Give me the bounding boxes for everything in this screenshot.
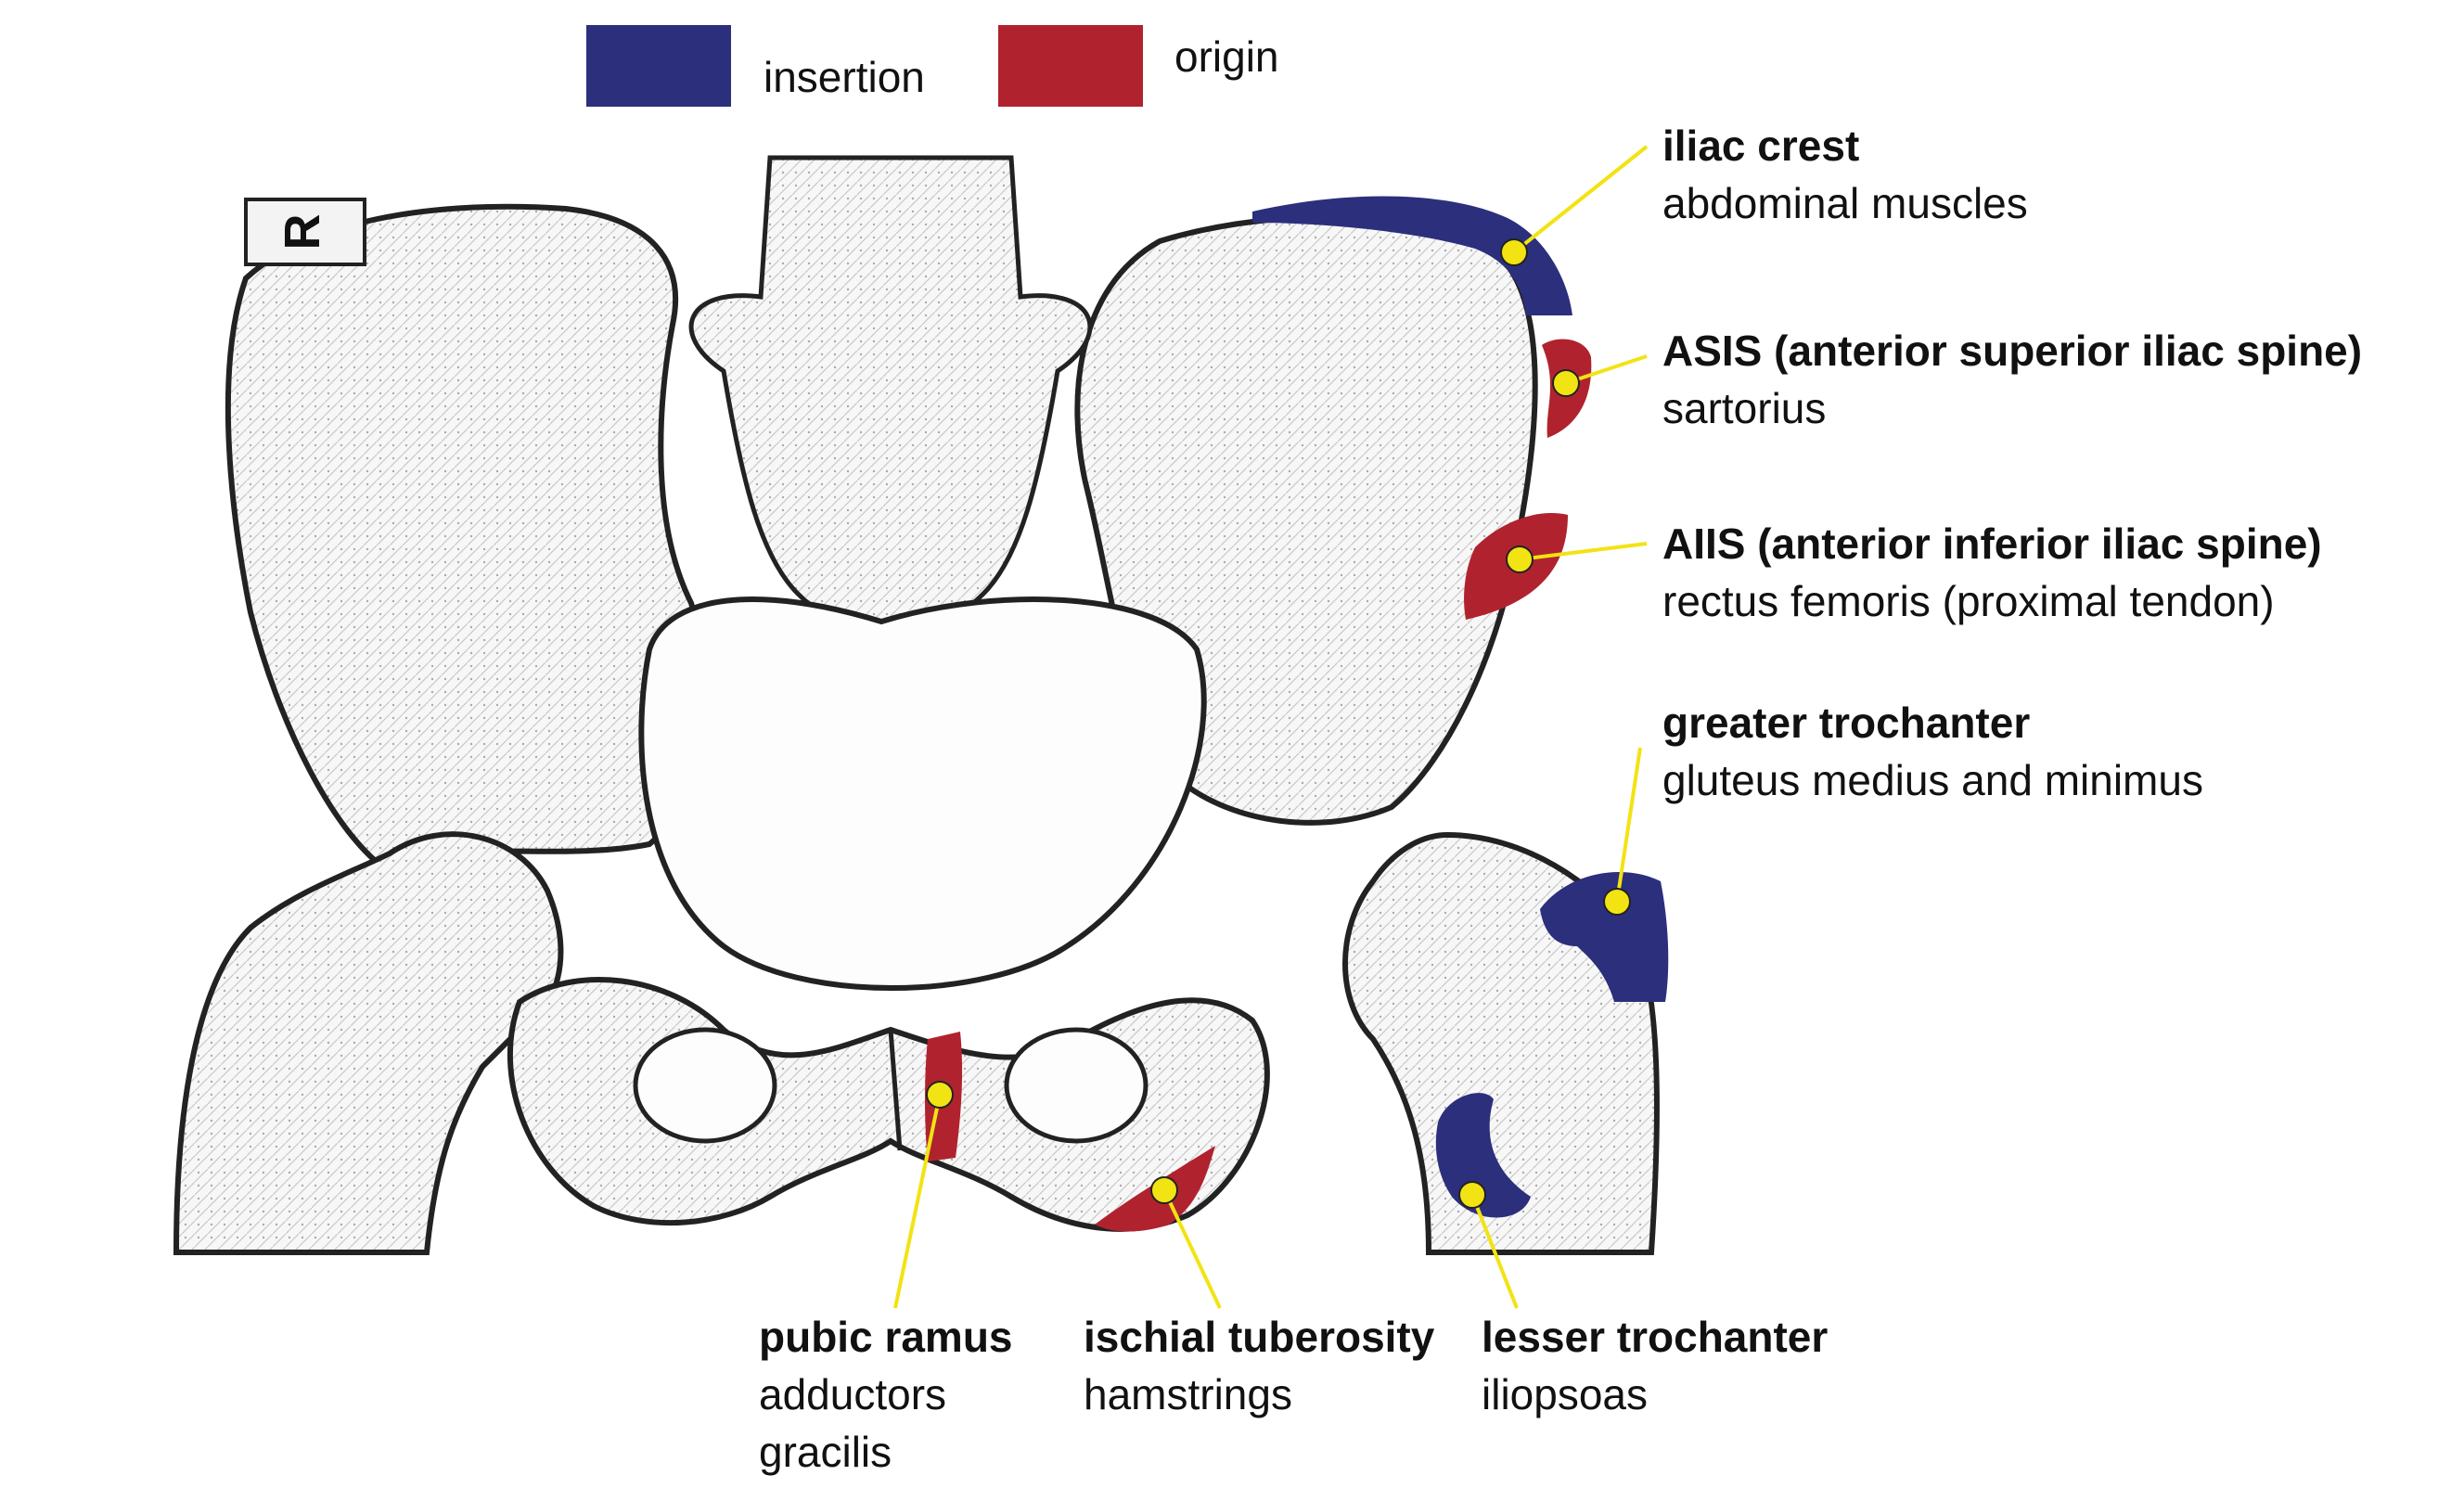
pelvic-inlet-shape bbox=[638, 597, 1207, 991]
pubic-ramus-leader bbox=[893, 1094, 942, 1309]
attachment-markers bbox=[926, 238, 1631, 1209]
right-obturator-foramen bbox=[633, 1027, 777, 1144]
callout-aiis: AIIS (anterior inferior iliac spine) rec… bbox=[1662, 515, 2322, 630]
right-ilium-shape bbox=[225, 203, 711, 876]
iliac-crest-marker bbox=[1500, 238, 1528, 266]
ischial-tuberosity-leader bbox=[1162, 1189, 1222, 1309]
callout-line: sartorius bbox=[1662, 384, 1827, 432]
callout-line: gracilis bbox=[759, 1428, 892, 1476]
asis-leader bbox=[1565, 354, 1648, 385]
callout-greater-trochanter: greater trochanter gluteus medius and mi… bbox=[1662, 694, 2203, 809]
legend-origin-label: origin bbox=[1174, 32, 1279, 81]
callout-title: AIIS (anterior inferior iliac spine) bbox=[1662, 520, 2322, 568]
radiograph-marker-box bbox=[244, 198, 366, 266]
callout-line: iliopsoas bbox=[1482, 1370, 1648, 1418]
left-obturator-foramen bbox=[1004, 1027, 1149, 1144]
legend-insertion-swatch bbox=[586, 25, 731, 107]
leader-lines bbox=[893, 145, 1649, 1309]
callout-pubic-ramus: pubic ramus adductors gracilis bbox=[759, 1308, 1013, 1481]
callout-title: greater trochanter bbox=[1662, 699, 2031, 747]
pubic-ramus-marker bbox=[926, 1081, 954, 1109]
callout-line: adductors bbox=[759, 1370, 947, 1418]
radiograph-marker: R bbox=[275, 214, 330, 250]
callout-line: gluteus medius and minimus bbox=[1662, 756, 2203, 804]
lesser-trochanter-leader bbox=[1470, 1194, 1519, 1309]
iliac-crest-attachment bbox=[1252, 196, 1572, 315]
aiis-leader bbox=[1519, 542, 1648, 561]
ischial-tuberosity-marker bbox=[1150, 1176, 1178, 1204]
greater-trochanter-leader bbox=[1615, 747, 1642, 903]
legend-origin-swatch bbox=[998, 25, 1143, 107]
callout-ischial-tuberosity: ischial tuberosity hamstrings bbox=[1084, 1308, 1434, 1423]
callout-line: hamstrings bbox=[1084, 1370, 1292, 1418]
callout-asis: ASIS (anterior superior iliac spine) sar… bbox=[1662, 322, 2362, 437]
pubic-symphysis bbox=[888, 1029, 903, 1151]
greater-trochanter-marker bbox=[1603, 888, 1631, 916]
callout-title: ASIS (anterior superior iliac spine) bbox=[1662, 327, 2363, 375]
iliac-crest-leader bbox=[1512, 145, 1649, 254]
aiis-marker bbox=[1506, 545, 1534, 573]
callout-title: lesser trochanter bbox=[1482, 1313, 1829, 1361]
callout-title: ischial tuberosity bbox=[1084, 1313, 1435, 1361]
sacrum-shape bbox=[688, 155, 1093, 638]
callout-line: rectus femoris (proximal tendon) bbox=[1662, 577, 2275, 625]
right-femur-shape bbox=[173, 831, 564, 1255]
lesser-trochanter-attachment bbox=[1435, 1093, 1531, 1218]
asis-marker bbox=[1552, 369, 1580, 397]
lesser-trochanter-marker bbox=[1458, 1181, 1486, 1209]
callout-lesser-trochanter: lesser trochanter iliopsoas bbox=[1482, 1308, 1828, 1423]
greater-trochanter-attachment bbox=[1540, 872, 1669, 1002]
callout-line: abdominal muscles bbox=[1662, 179, 2028, 227]
callout-title: pubic ramus bbox=[759, 1313, 1013, 1361]
legend-insertion-label: insertion bbox=[764, 53, 925, 101]
callout-title: iliac crest bbox=[1662, 122, 1860, 170]
callout-iliac-crest: iliac crest abdominal muscles bbox=[1662, 117, 2028, 232]
